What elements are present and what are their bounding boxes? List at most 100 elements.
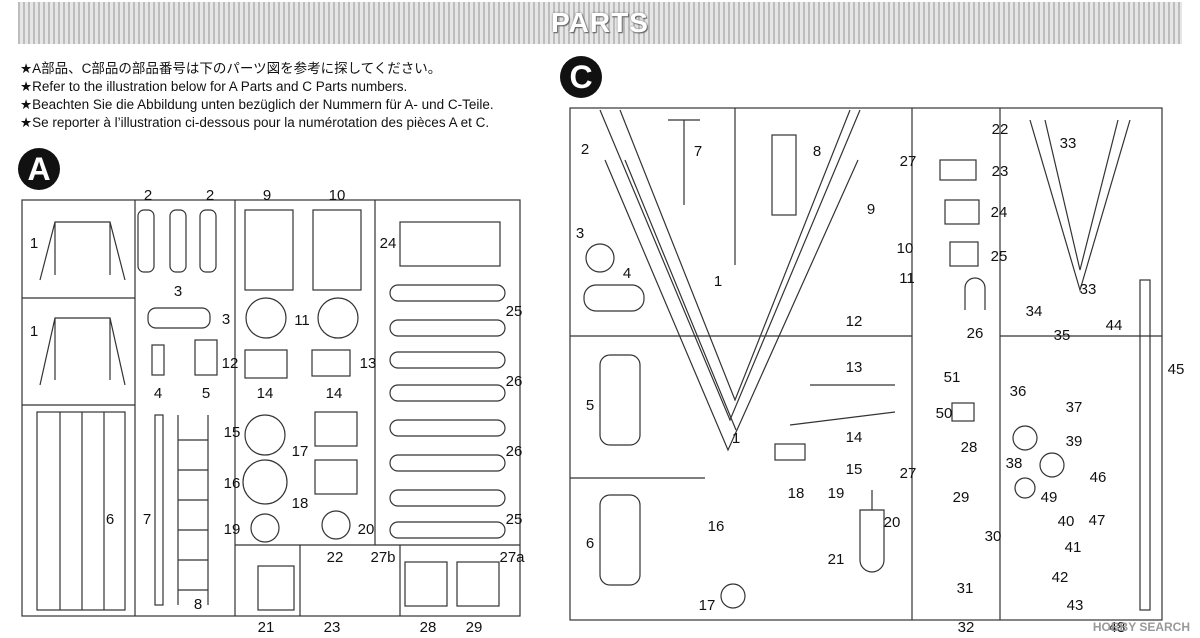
- part-c-number-label: 8: [813, 143, 821, 160]
- part-a-number-label: 18: [292, 495, 309, 512]
- part-c-number-label: 42: [1052, 569, 1069, 586]
- part-a-number-label: 4: [154, 385, 162, 402]
- sprue-c-badge: C: [560, 56, 602, 98]
- part-c-number-label: 3: [576, 225, 584, 242]
- part-c-number-label: 33: [1060, 135, 1077, 152]
- part-a-number-label: 26: [506, 373, 523, 390]
- part-a2: [137, 209, 155, 273]
- part-a10-drum: [312, 209, 362, 291]
- part-c-number-label: 7: [694, 143, 702, 160]
- part-a13: [311, 349, 351, 377]
- part-a18: [314, 459, 358, 495]
- part-a5: [194, 339, 218, 376]
- part-c-number-label: 38: [1006, 455, 1023, 472]
- part-c-number-label: 49: [1041, 489, 1058, 506]
- part-a-number-label: 19: [224, 521, 241, 538]
- part-a-number-label: 1: [30, 235, 38, 252]
- part-a-number-label: 13: [360, 355, 377, 372]
- sprue-a-frame: [21, 199, 521, 617]
- part-a6: [36, 411, 126, 611]
- part-a-number-label: 17: [292, 443, 309, 460]
- part-a17: [314, 411, 358, 447]
- part-a-number-label: 25: [506, 511, 523, 528]
- part-c20-shovel: [859, 490, 885, 573]
- part-c-number-label: 51: [944, 369, 961, 386]
- part-a-number-label: 25: [506, 303, 523, 320]
- part-c-number-label: 11: [899, 270, 915, 287]
- part-c14-wrench: [789, 411, 896, 426]
- part-c-number-label: 23: [992, 163, 1009, 180]
- part-c-number-label: 27: [900, 465, 917, 482]
- part-c-number-label: 4: [623, 265, 631, 282]
- part-a-number-label: 15: [224, 424, 241, 441]
- part-c-number-label: 1: [732, 430, 740, 447]
- part-a-number-label: 28: [420, 619, 437, 636]
- part-a-number-label: 3: [222, 311, 230, 328]
- instruction-notes: ★A部品、C部品の部品番号は下のパーツ図を参考に探してください。 ★Refer …: [20, 60, 494, 132]
- part-c-number-label: 25: [991, 248, 1008, 265]
- part-c-number-label: 22: [992, 121, 1009, 138]
- part-c-number-label: 50: [936, 405, 953, 422]
- part-c-number-label: 26: [967, 325, 984, 342]
- part-c-number-label: 1: [714, 273, 722, 290]
- part-a-number-label: 14: [326, 385, 343, 402]
- part-c25: [949, 241, 979, 267]
- sprue-a-badge: A: [18, 148, 60, 190]
- part-c17: [720, 583, 746, 609]
- part-c-number-label: 41: [1065, 539, 1082, 556]
- part-a15: [244, 414, 286, 456]
- part-c-number-label: 48: [1109, 619, 1126, 636]
- note-german: ★Beachten Sie die Abbildung unten bezügl…: [20, 97, 494, 112]
- part-c24: [944, 199, 980, 225]
- part-c3-wheel: [585, 243, 615, 273]
- part-c-number-label: 29: [953, 489, 970, 506]
- part-a25-a: [389, 284, 506, 302]
- part-a-number-label: 14: [257, 385, 274, 402]
- part-c-number-label: 21: [828, 551, 845, 568]
- part-a-number-label: 16: [224, 475, 241, 492]
- part-c-number-label: 20: [884, 514, 901, 531]
- part-c-number-label: 17: [699, 597, 716, 614]
- part-c-number-label: 33: [1080, 281, 1097, 298]
- part-a-number-label: 24: [380, 235, 397, 252]
- part-c-number-label: 9: [867, 201, 875, 218]
- banner-title: PARTS: [551, 7, 649, 38]
- part-c-number-label: 40: [1058, 513, 1075, 530]
- part-a1-top: [39, 221, 126, 281]
- part-a-number-label: 7: [143, 511, 151, 528]
- part-a28: [404, 561, 448, 607]
- note-english: ★Refer to the illustration below for A P…: [20, 79, 408, 94]
- part-c-number-label: 35: [1054, 327, 1071, 344]
- part-c1-frame: [599, 109, 861, 422]
- part-c49: [1014, 477, 1036, 499]
- part-c-number-label: 5: [586, 397, 594, 414]
- part-a2b: [169, 209, 187, 273]
- part-a-number-label: 12: [222, 355, 239, 372]
- part-a-number-label: 26: [506, 443, 523, 460]
- sprue-c-letter: C: [569, 58, 593, 95]
- part-c-number-label: 34: [1026, 303, 1043, 320]
- part-a-number-label: 1: [30, 323, 38, 340]
- part-c45: [1139, 279, 1151, 611]
- part-a-number-label: 11: [294, 312, 310, 329]
- part-a16: [242, 459, 288, 505]
- part-a-number-label: 5: [202, 385, 210, 402]
- part-c-number-label: 27: [900, 153, 917, 170]
- part-c-number-label: 37: [1066, 399, 1083, 416]
- part-c-number-label: 43: [1067, 597, 1084, 614]
- part-a-number-label: 27b: [370, 549, 395, 566]
- part-c38: [1012, 425, 1038, 451]
- part-a4: [151, 344, 165, 376]
- part-c-number-label: 24: [991, 204, 1008, 221]
- part-a-number-label: 6: [106, 511, 114, 528]
- part-a29: [456, 561, 500, 607]
- part-a-number-label: 20: [358, 521, 375, 538]
- part-a20: [321, 510, 351, 540]
- part-c6: [599, 494, 641, 586]
- part-a-number-label: 27a: [499, 549, 525, 566]
- part-c15: [774, 443, 806, 461]
- part-a-number-label: 29: [466, 619, 483, 636]
